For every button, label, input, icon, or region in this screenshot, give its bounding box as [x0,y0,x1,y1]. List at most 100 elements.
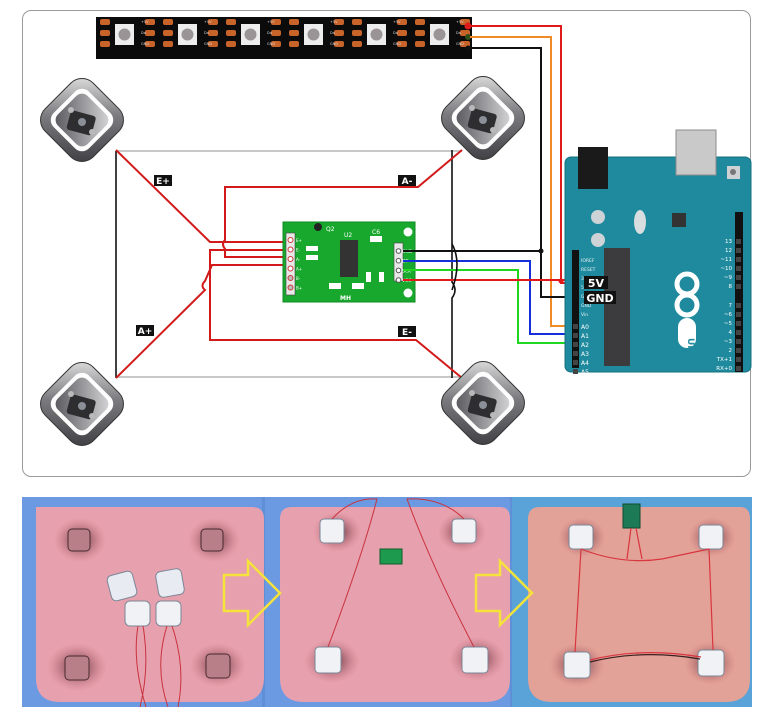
digital-pin-label: ~6 [724,312,733,318]
digital-pin [736,275,741,280]
uno-label: UNO [685,338,695,361]
wire-label-text: A- [402,177,413,187]
digital-pin [736,366,741,371]
digital-pin [736,357,741,362]
digital-pin [736,348,741,353]
analog-pin-a4 [573,360,578,365]
digital-pin [736,321,741,326]
led-pad-label: +5V [393,20,401,24]
callout-5v-text: 5V [588,277,605,290]
led-pad-label: Do [393,31,398,35]
analog-pin-label: A5 [581,369,589,376]
led-pad-label: +5V [204,20,212,24]
load-cell-bottom-right [434,354,532,452]
power-analog-header [572,250,579,368]
led-pad-label: GND [141,42,149,46]
analog-pin-label: A3 [581,351,589,358]
led-pad-label: +5V [267,20,275,24]
hx711-pin-vcc: VCC [395,277,411,284]
digital-pin-label: RX+0 [716,366,732,372]
digital-pin [736,248,741,253]
svg-text:E-: E- [296,248,301,253]
strip-gnd-pad [465,45,471,51]
led-pad-label: +5V [330,20,338,24]
wire-label-e-plus: E+ [154,175,172,187]
hx711-pin-eminus: E- [287,246,301,253]
hx711-u2-label: U2 [344,232,352,239]
analog-pin-label: A0 [581,324,589,331]
arrow-icon [222,557,282,629]
hx711-pin-sck: SCK [395,267,412,274]
photo-step-2 [265,497,510,707]
wire-crossover [451,243,458,291]
led-pad-label: Do [204,31,209,35]
led-pad-label: GND [204,42,212,46]
usb-port [675,129,717,176]
black-wires [115,150,456,378]
led-pad-label: Do [141,31,146,35]
svg-text:A-: A- [296,257,301,262]
load-cell-wires [115,149,463,379]
hx711-pin-eplus: E+ [287,237,302,243]
led-pad-label: Do [330,31,335,35]
svg-text:E+: E+ [296,238,302,243]
digital-pin [736,257,741,262]
callout-gnd: GND [584,291,616,305]
analog-pin-a2 [573,342,578,347]
photo-step-1 [22,497,264,707]
analog-pin-a1 [573,333,578,338]
svg-text:B+: B+ [296,286,302,291]
uno-logo: UNO [674,271,700,361]
digital-pin [736,303,741,308]
digital-pin-label: 8 [729,284,733,290]
led-pad-label: +5V [141,20,149,24]
digital-pin-label: ~11 [720,257,732,263]
digital-pin-label: TX+1 [716,357,732,363]
power-pin-label: RESET [581,267,596,273]
digital-pin-label: 12 [725,248,732,254]
arrow-icon [474,557,534,629]
wire-label-text: E+ [156,177,170,187]
svg-text:SCK: SCK [402,268,412,274]
digital-pin-label: ~5 [724,321,733,327]
signal-wires [403,248,575,344]
analog-pin-label: A4 [581,360,589,367]
digital-pin-label: 13 [725,239,732,245]
hx711-c6-label: C6 [372,229,380,236]
digital-pin [736,339,741,344]
digital-pin [736,239,741,244]
power-jack [578,147,608,189]
wire-label-text: A+ [138,327,153,337]
led-pad-label: GND [393,42,401,46]
power-pin-label: IOREF [581,258,595,264]
assembly-photos [22,497,752,707]
led-pad-label: Do [267,31,272,35]
digital-header [735,212,743,372]
hx711-mark: MH [340,295,351,302]
digital-pin-label: 2 [729,348,733,354]
hx711-pin-aplus: A+ [287,265,302,272]
analog-pin-a0 [573,324,578,329]
svg-text:A+: A+ [296,267,302,272]
digital-pin [736,266,741,271]
digital-pin-label: ~9 [724,275,733,281]
led-strip: +5VDoGND+5VDoGND+5VDoGND+5VDoGND+5VDoGND… [96,17,472,59]
power-pin-label: Vin [581,312,588,318]
wire-label-e-minus: E- [398,326,416,338]
hx711-pin-bminus: B- [287,275,301,281]
atmega-chip [604,248,630,366]
digital-pin-label: 4 [729,330,733,336]
digital-pin [736,312,741,317]
platform-outline [116,150,462,378]
callout-5v: 5V [584,276,608,290]
power-pin-label: GND [581,303,592,309]
analog-pin-label: A1 [581,333,589,340]
digital-pin [736,330,741,335]
analog-pin-label: A2 [581,342,589,349]
